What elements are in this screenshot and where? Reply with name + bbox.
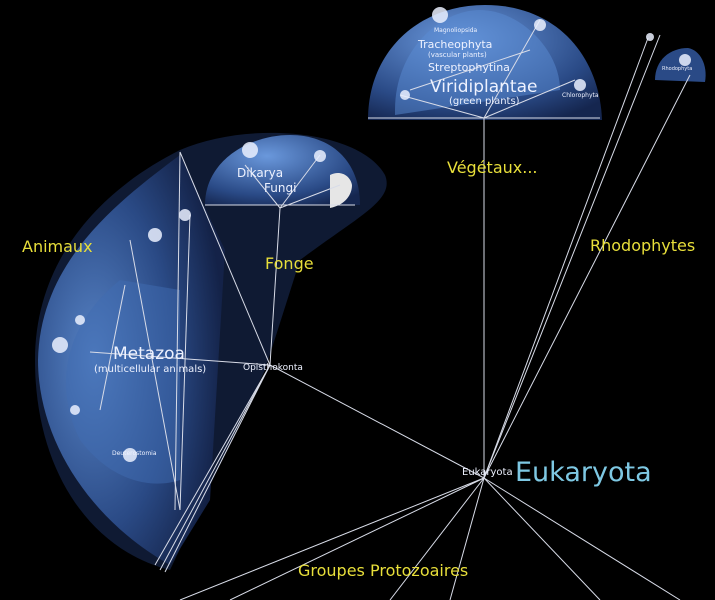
node-tracheophyta-common: (vascular plants) bbox=[428, 51, 487, 59]
node-fungi[interactable]: Fungi bbox=[264, 181, 296, 195]
microsporidia-wedge[interactable] bbox=[330, 173, 352, 208]
node-tracheophyta[interactable]: Tracheophyta bbox=[417, 38, 492, 51]
annotation-plants: Végétaux... bbox=[447, 158, 538, 177]
branches bbox=[89, 19, 691, 600]
node-chlorophyta[interactable]: Chlorophyta bbox=[562, 92, 599, 99]
node-viridiplantae[interactable]: Viridiplantae bbox=[430, 77, 537, 97]
node-deuterostomia[interactable]: Deuterostomia bbox=[112, 450, 157, 457]
node-streptophytina[interactable]: Streptophytina bbox=[428, 61, 510, 74]
node-eukaryota[interactable]: Eukaryota bbox=[462, 467, 513, 478]
annotation-root: Eukaryota bbox=[515, 457, 652, 488]
leaf-clusters bbox=[52, 7, 691, 462]
node-metazoa[interactable]: Metazoa bbox=[113, 344, 185, 364]
node-rhodophyta[interactable]: Rhodophyta bbox=[662, 66, 692, 72]
node-magnoliopsida[interactable]: Magnoliopsida bbox=[434, 27, 478, 34]
node-opisthokonta[interactable]: Opisthokonta bbox=[243, 363, 303, 373]
node-dikarya[interactable]: Dikarya bbox=[237, 166, 283, 180]
node-metazoa-common: (multicellular animals) bbox=[94, 364, 206, 375]
annotation-fungi: Fonge bbox=[265, 254, 314, 273]
annotation-protozoa: Groupes Protozoaires bbox=[298, 561, 468, 580]
rhodophyta-clade[interactable] bbox=[655, 48, 706, 82]
node-viridiplantae-common: (green plants) bbox=[449, 96, 520, 107]
annotation-red-algae: Rhodophytes bbox=[590, 236, 695, 255]
annotation-animals: Animaux bbox=[22, 237, 93, 256]
